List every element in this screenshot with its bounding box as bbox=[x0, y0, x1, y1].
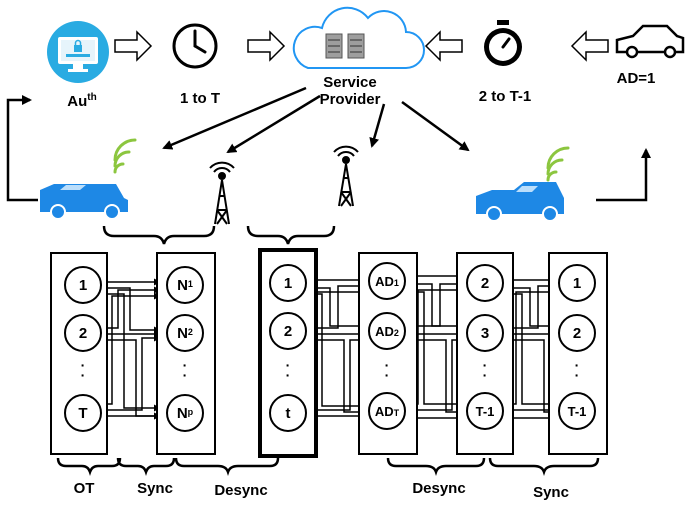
car-left-icon bbox=[40, 184, 128, 220]
radio-tower-icon-1 bbox=[209, 161, 235, 225]
label-ot: OT bbox=[73, 480, 95, 497]
signal-waves-left-icon bbox=[113, 138, 137, 174]
radio-tower-icon-2 bbox=[333, 145, 359, 207]
one-to-t-label: 1 to T bbox=[180, 90, 220, 107]
top-brace-left bbox=[102, 225, 216, 245]
label-desync-right: Desync bbox=[412, 480, 466, 497]
bottom-brace-desync-right bbox=[386, 457, 486, 476]
label-sync-left: Sync bbox=[137, 480, 173, 497]
bottom-brace-sync-left bbox=[116, 457, 176, 476]
bottom-brace-sync-right bbox=[488, 457, 600, 476]
monitor-lock-icon bbox=[47, 21, 109, 83]
hollow-arrow-right-2 bbox=[247, 30, 286, 62]
ellipsis-ot: ·· bbox=[80, 357, 86, 383]
node-ot-2: 2 bbox=[64, 314, 102, 352]
node-ot-t: T bbox=[64, 394, 102, 432]
label-desync-left: Desync bbox=[214, 482, 268, 499]
node-t-t: t bbox=[269, 394, 307, 432]
top-brace-right bbox=[246, 225, 336, 245]
bottom-brace-ot bbox=[56, 457, 122, 476]
ellipsis-t1: ·· bbox=[482, 357, 488, 383]
hollow-arrow-left-2 bbox=[570, 30, 609, 62]
ellipsis-t2: ·· bbox=[574, 357, 580, 383]
node-t1-2: 2 bbox=[466, 264, 504, 302]
loop-arrow-right bbox=[596, 148, 651, 202]
auth-label: Auth bbox=[67, 92, 97, 110]
connections-ot-n bbox=[104, 278, 161, 420]
car-outline-icon bbox=[615, 24, 685, 59]
hollow-arrow-right-1 bbox=[114, 30, 153, 62]
two-to-t-minus-1-label: 2 to T-1 bbox=[478, 88, 532, 105]
arrow-to-left-car bbox=[162, 86, 307, 150]
ad-eq-1-label: AD=1 bbox=[616, 70, 656, 87]
node-t2-1: 1 bbox=[558, 264, 596, 302]
ellipsis-t: ·· bbox=[285, 357, 291, 383]
node-t1-t-minus-1: T-1 bbox=[466, 392, 504, 430]
ellipsis-n: ·· bbox=[182, 357, 188, 383]
hollow-arrow-left-1 bbox=[424, 30, 463, 62]
node-t2-t-minus-1: T-1 bbox=[558, 392, 596, 430]
signal-waves-right-icon bbox=[546, 146, 570, 182]
car-right-icon bbox=[476, 182, 564, 222]
node-t-1: 1 bbox=[269, 264, 307, 302]
bottom-brace-desync-left bbox=[174, 457, 280, 476]
clock-icon bbox=[172, 23, 218, 69]
arrow-to-tower-1 bbox=[226, 94, 321, 154]
node-ot-1: 1 bbox=[64, 266, 102, 304]
loop-arrow-left bbox=[6, 95, 38, 202]
arrow-to-tower-2 bbox=[369, 103, 386, 148]
label-sync-right: Sync bbox=[533, 484, 569, 501]
arrow-to-right-car bbox=[401, 100, 470, 152]
node-t1-3: 3 bbox=[466, 314, 504, 352]
ellipsis-ad: ·· bbox=[384, 357, 390, 383]
service-provider-label: Service Provider bbox=[319, 74, 381, 109]
cloud-server-icon bbox=[292, 6, 425, 69]
stopwatch-icon bbox=[484, 20, 522, 66]
node-t2-2: 2 bbox=[558, 314, 596, 352]
node-t-2: 2 bbox=[269, 312, 307, 350]
